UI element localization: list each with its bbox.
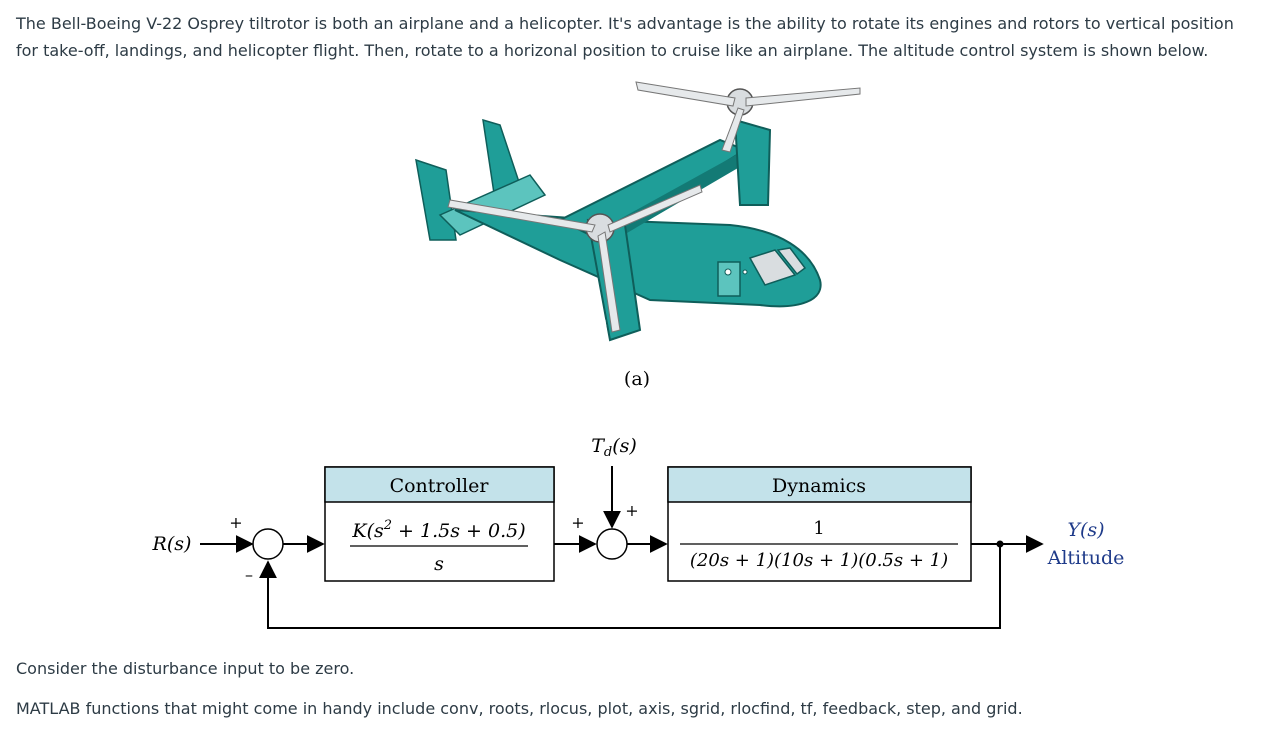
sum1-plus-sign: + [229, 513, 242, 532]
problem-intro-text: The Bell-Boeing V-22 Osprey tiltrotor is… [16, 14, 1234, 60]
dynamics-block: Dynamics 1 (20s + 1)(10s + 1)(0.5s + 1) [667, 466, 972, 582]
dynamics-denominator: (20s + 1)(10s + 1)(0.5s + 1) [690, 550, 948, 571]
dynamics-numerator: 1 [813, 518, 824, 539]
matlab-note: MATLAB functions that might come in hand… [16, 699, 1023, 718]
controller-title: Controller [390, 475, 490, 497]
dynamics-title: Dynamics [772, 475, 866, 497]
feedback-path [259, 544, 1001, 629]
controller-denominator: s [434, 553, 444, 575]
sum2-plus-sign-left: + [571, 513, 584, 532]
figure-caption-a: (a) [624, 368, 650, 390]
output-name: Altitude [1047, 547, 1125, 569]
disturbance-label: Td(s) [591, 435, 637, 460]
output-label: Y(s) [1067, 519, 1104, 541]
input-label: R(s) [152, 533, 192, 555]
sum2-plus-sign-top: + [625, 501, 638, 520]
controller-block: Controller K(s2 + 1.5s + 0.5) s [324, 466, 555, 582]
controller-numerator: K(s2 + 1.5s + 0.5) [351, 518, 525, 542]
sum1-minus-sign: – [245, 565, 253, 584]
v22-osprey-illustration [415, 81, 861, 342]
summing-junction-1 [252, 528, 284, 560]
disturbance-note: Consider the disturbance input to be zer… [16, 659, 355, 678]
summing-junction-2 [596, 528, 628, 560]
